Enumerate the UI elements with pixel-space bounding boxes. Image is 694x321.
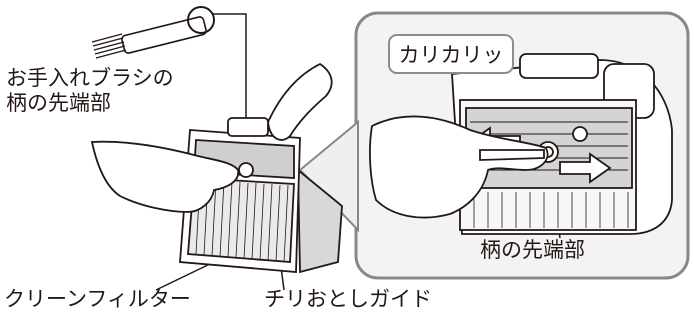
filter-unit-zoomed	[451, 53, 673, 235]
brush-icon	[91, 6, 215, 59]
brush-tip-label: お手入れブラシの 柄の先端部	[6, 66, 174, 116]
brush-tip-label-line1: お手入れブラシの	[6, 66, 174, 90]
sound-effect-text: カリカリッ	[398, 43, 504, 67]
brush-tip-label-line2: 柄の先端部	[6, 91, 111, 116]
sound-effect-bubble: カリカリッ	[388, 34, 514, 74]
hand-zoomed	[369, 115, 549, 219]
clean-filter-label: クリーンフィルター	[4, 287, 191, 311]
handle-tip-label: 柄の先端部	[480, 238, 585, 262]
dust-guide-label: チリおとしガイド	[264, 287, 432, 311]
hands-left	[90, 62, 333, 213]
